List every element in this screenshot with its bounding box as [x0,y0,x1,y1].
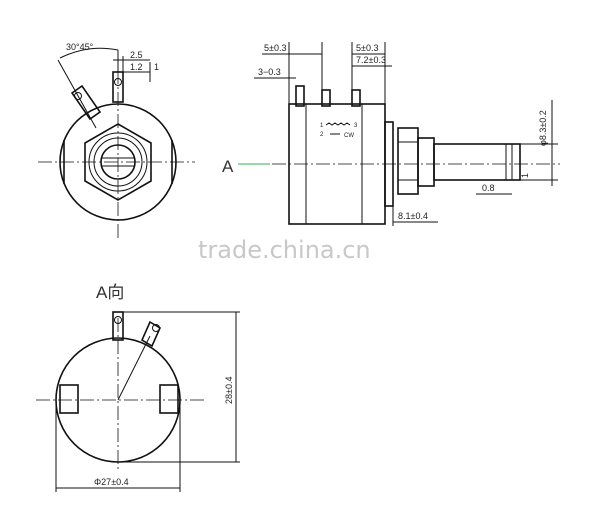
side-view: 1 3 2 CW 5±0.3 3−0.3 5±0.3 7.2±0.3 [254,42,560,226]
dim-0-8-label: 0.8 [482,183,495,193]
side-terminal-1 [295,85,305,107]
dim-3-label: 3−0.3 [258,67,281,77]
dim-2-5-label: 2.5 [130,50,143,60]
dim-7-2-label: 7.2±0.3 [356,55,386,65]
angle-arc [59,47,119,59]
front-bushing-outer [88,132,148,192]
bottom-terminal-angled [140,320,162,348]
dim-1-label: 1 [154,62,159,72]
side-terminal-2 [321,89,331,107]
dim-1-2-label: 1.2 [130,62,143,72]
angle-leader-line [57,59,97,129]
bottom-view: A向 28±0.4 Φ27±0.4 [36,283,240,492]
front-view: 30°45° 2.5 1.2 1 [38,42,195,240]
side-nut [397,127,419,195]
dim-5-left-label: 5±0.3 [264,43,286,53]
watermark: trade.china.cn [198,236,371,264]
terminal-3-label: 3 [354,123,358,129]
dim-1-side-label: 1 [520,173,530,178]
dim-28-label: 28±0.4 [224,377,234,404]
angle-label: 30°45° [66,42,94,52]
view-a-marker: A [222,157,270,176]
terminal-2-label: 2 [320,132,324,138]
dim-8-3-label: φ8.3±0.2 [538,110,548,146]
side-flange [384,121,394,207]
view-a-label: A [222,157,234,176]
front-body-circle [59,103,177,221]
bottom-view-title: A向 [96,283,124,302]
resistor-symbol [325,122,351,126]
dim-5-right-label: 5±0.3 [356,43,378,53]
side-shaft-tip [505,143,521,181]
front-hex-nut [84,123,152,201]
front-terminal-left [70,84,102,121]
side-terminal-3 [351,89,361,107]
dim-27-label: Φ27±0.4 [94,477,129,487]
front-shaft-circle [100,144,136,180]
bottom-lug-left [59,384,79,414]
front-bushing-mid [93,137,143,187]
cw-label: CW [344,133,354,139]
bottom-terminal-leader [117,335,151,401]
dim-8-1-label: 8.1±0.4 [398,211,428,221]
side-bushing [417,137,435,187]
bottom-lug-right [159,384,179,414]
bottom-terminal-top [112,311,124,341]
terminal-1-label: 1 [320,123,324,129]
side-shaft [433,143,521,181]
